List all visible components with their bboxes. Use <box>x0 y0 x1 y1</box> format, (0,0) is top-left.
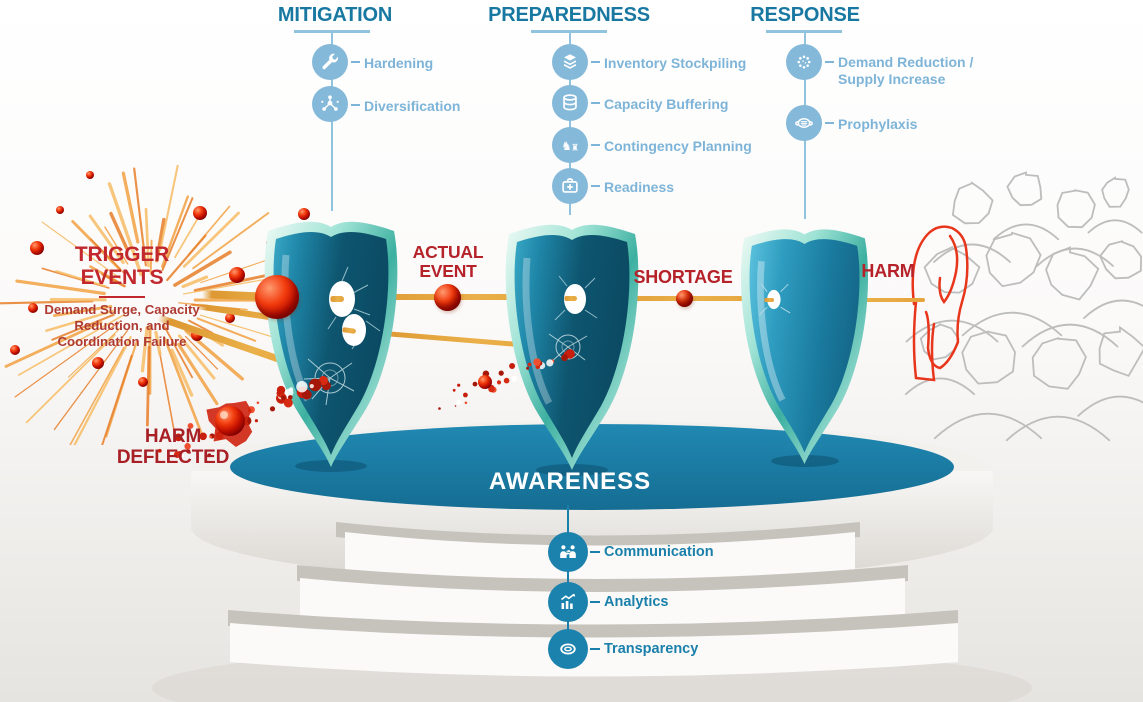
harm-ball-small <box>676 290 693 307</box>
connector-dash <box>825 61 834 63</box>
harmed-person-outline <box>911 225 969 382</box>
svg-text:♞: ♞ <box>561 139 572 153</box>
trigger-underline <box>99 296 145 298</box>
connector-dash <box>591 102 600 104</box>
wrench-icon <box>312 44 348 80</box>
column-title-preparedness: PREPAREDNESS <box>488 4 650 26</box>
item-hardening: Hardening <box>364 55 434 71</box>
item-contingency-planning: Contingency Planning <box>604 138 752 154</box>
connector-dash <box>351 61 360 63</box>
trigger-events-label: TRIGGER EVENTS <box>74 243 170 290</box>
trigger-events-sublabel: Demand Surge, Capacity Reduction, and Co… <box>44 302 200 349</box>
item-analytics: Analytics <box>604 594 669 610</box>
harm-beam-segment-2 <box>346 294 578 300</box>
item-prophylaxis: Prophylaxis <box>838 116 918 132</box>
awareness-connector-line <box>567 505 569 648</box>
connector-dash <box>590 601 600 603</box>
virus-icon <box>786 44 822 80</box>
awareness-title: AWARENESS <box>488 468 652 495</box>
column-title-mitigation: MITIGATION <box>277 4 393 26</box>
harm-deflected-label: HARM DEFLECTED <box>116 426 230 468</box>
connector-dash <box>351 104 360 106</box>
harm-ball-large <box>255 275 299 319</box>
mask-icon <box>786 105 822 141</box>
mitigation-underline <box>294 30 370 33</box>
crowd-illustration <box>904 171 1143 442</box>
shield-mitigation <box>264 221 398 467</box>
item-inventory-stockpiling: Inventory Stockpiling <box>604 55 747 71</box>
layers-icon <box>552 44 588 80</box>
shortage-label: SHORTAGE <box>633 267 733 287</box>
harm-ball-medium <box>434 284 461 311</box>
beam-stub-1 <box>330 296 344 302</box>
beam-stub-3 <box>564 296 577 301</box>
network-icon <box>312 86 348 122</box>
secondary-splatter <box>438 349 575 410</box>
item-demand-reduction: Demand Reduction / Supply Increase <box>838 54 974 87</box>
column-title-response: RESPONSE <box>750 4 860 26</box>
preparedness-underline <box>531 30 607 33</box>
connector-dash <box>825 122 834 124</box>
response-underline <box>766 30 842 33</box>
first-aid-icon <box>552 168 588 204</box>
beam-stub-4 <box>764 298 774 302</box>
connector-dash <box>590 648 600 650</box>
connector-dash <box>590 551 600 553</box>
connector-dash <box>591 144 600 146</box>
shield-preparedness <box>505 224 639 470</box>
item-diversification: Diversification <box>364 98 461 114</box>
database-icon <box>552 85 588 121</box>
connector-dash <box>591 61 600 63</box>
item-transparency: Transparency <box>604 641 699 657</box>
item-capacity-buffering: Capacity Buffering <box>604 96 729 112</box>
chess-icon: ♞ ♜ <box>552 127 588 163</box>
connector-dash <box>591 185 600 187</box>
harm-deflected-splatter <box>157 375 331 458</box>
item-communication: Communication <box>604 544 714 560</box>
item-readiness: Readiness <box>604 179 675 195</box>
actual-event-label: ACTUAL EVENT <box>412 242 484 282</box>
svg-text:♜: ♜ <box>571 143 579 154</box>
harm-label: HARM <box>861 261 915 281</box>
chart-icon <box>548 582 588 622</box>
preparedness-connector-line <box>569 33 571 215</box>
people-exchange-icon <box>548 532 588 572</box>
shield-response <box>740 229 869 465</box>
mitigation-connector-line <box>331 33 333 211</box>
lens-icon <box>548 629 588 669</box>
